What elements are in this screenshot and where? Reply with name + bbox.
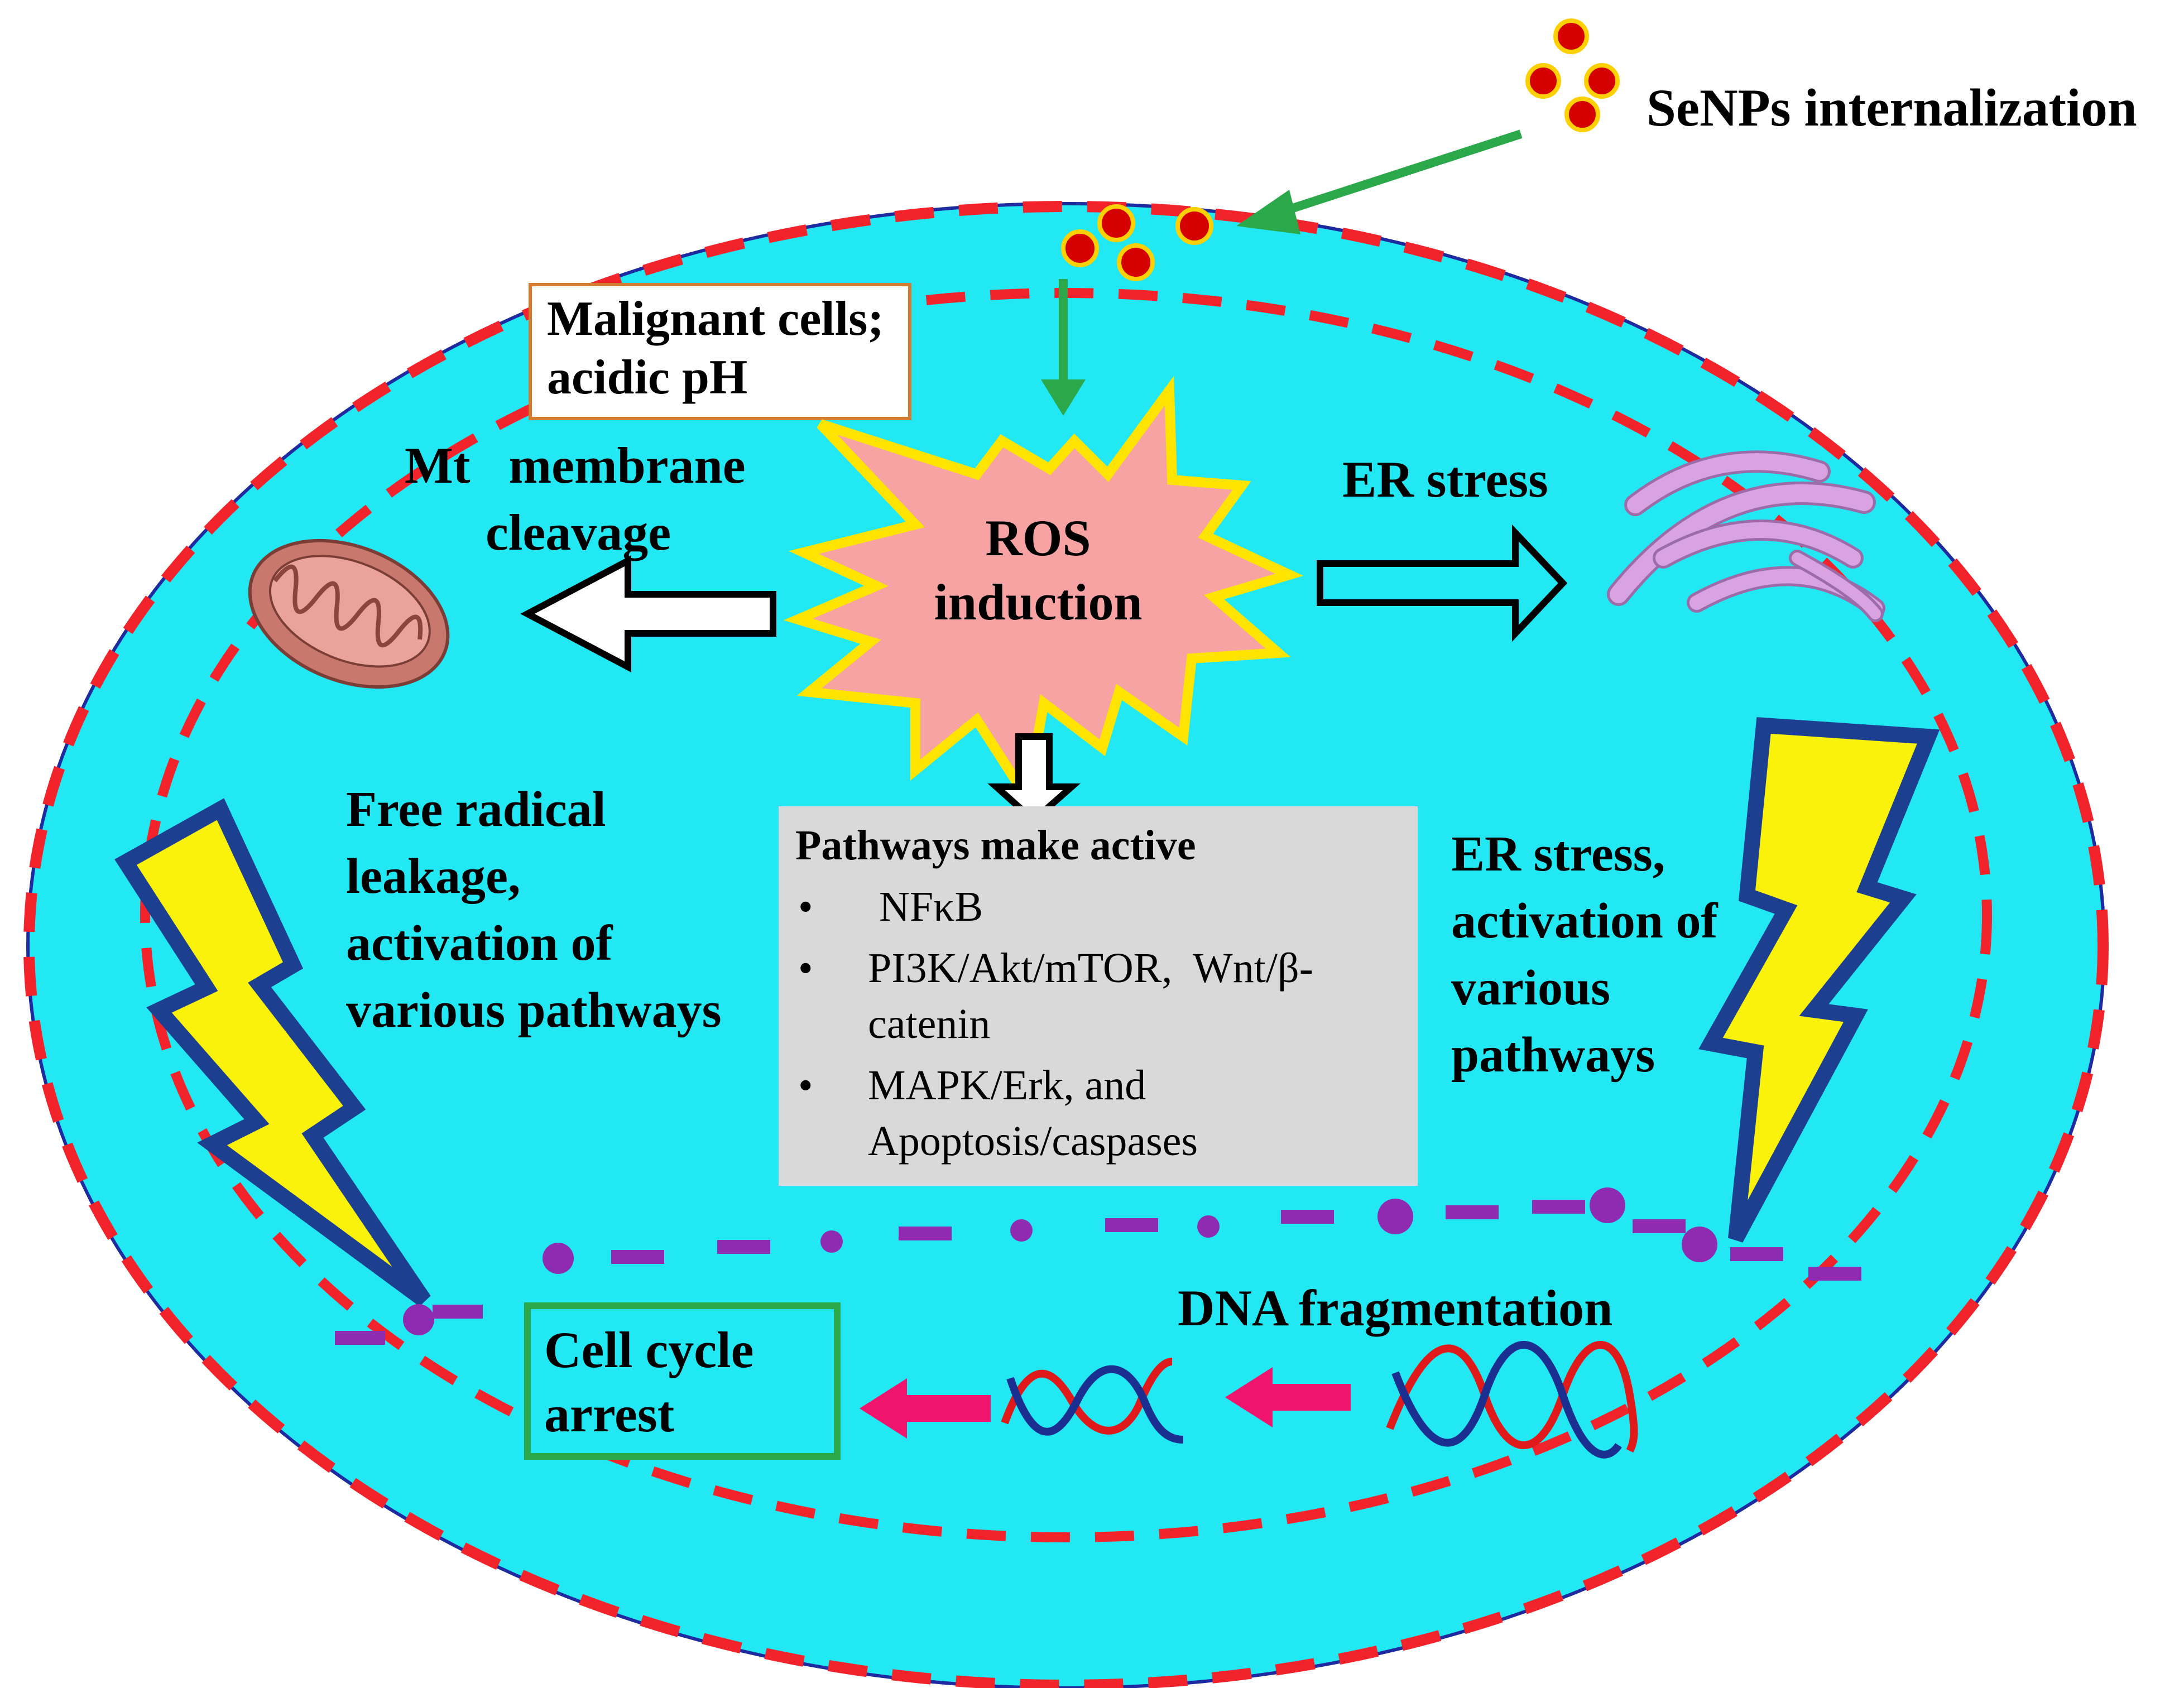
- pathway-item-pi3k-cont: catenin: [868, 1001, 990, 1047]
- to-ros-arrow: [1041, 279, 1086, 416]
- nanoparticle: [1553, 18, 1589, 54]
- right-lightning-bolt-icon: [1698, 717, 1940, 1243]
- bullet: •: [798, 945, 813, 992]
- endoplasmic-reticulum-icon: [1607, 450, 1885, 622]
- membrane-dash: [717, 1240, 770, 1254]
- membrane-dash: [1633, 1219, 1686, 1233]
- dna-helix-intact-icon: [1386, 1341, 1638, 1459]
- membrane-dash: [611, 1250, 664, 1264]
- membrane-dot: [1377, 1199, 1413, 1234]
- mitochondrion-icon: [248, 538, 450, 689]
- membrane-dash: [899, 1227, 952, 1240]
- membrane-dot: [1010, 1219, 1033, 1242]
- nanoparticle: [1175, 207, 1213, 245]
- nanoparticle: [1097, 204, 1135, 242]
- pathway-item-pi3k: PI3K/Akt/mTOR, Wnt/β-: [868, 945, 1313, 992]
- nanoparticle: [1564, 97, 1600, 132]
- membrane-dash: [335, 1331, 385, 1345]
- activation-of-label-left: activation of: [346, 916, 613, 971]
- cell-membrane-outer: [23, 201, 2109, 1688]
- mt-membrane-label: Mt membrane: [405, 437, 746, 494]
- various-label-right: various: [1451, 960, 1610, 1016]
- activation-of-label-right: activation of: [1451, 893, 1718, 949]
- various-pathways-label-left: various pathways: [346, 983, 722, 1038]
- membrane-dash: [1532, 1200, 1585, 1214]
- fragment-to-arrest-arrow: [860, 1378, 991, 1439]
- er-stress-pathways-label: ER stress,: [1451, 826, 1665, 882]
- cleavage-label: cleavage: [486, 504, 671, 561]
- pathway-item-nfkb: NFκB: [879, 883, 983, 930]
- external-nanoparticles: [1525, 18, 1620, 132]
- to-mitochondria-arrow: [520, 555, 776, 672]
- internalization-arrow: [1236, 129, 1523, 234]
- nanoparticle: [1117, 243, 1155, 281]
- membrane-dot: [820, 1230, 843, 1253]
- bullet: •: [798, 883, 813, 930]
- left-lightning-bolt-icon: [114, 798, 431, 1307]
- induction-label: induction: [934, 574, 1142, 631]
- malignant-cells-box: [529, 283, 911, 420]
- malignant-cells-label: Malignant cells;: [547, 292, 884, 346]
- dna-helix-fragmented-icon: [1001, 1358, 1184, 1444]
- pathways-box: [779, 806, 1418, 1186]
- internal-nanoparticles: [1061, 204, 1213, 281]
- membrane-dot: [1197, 1215, 1220, 1238]
- arrest-label: arrest: [544, 1386, 675, 1442]
- nuclear-membrane: [335, 1187, 1861, 1345]
- nanoparticle: [1525, 63, 1561, 99]
- leakage-label: leakage,: [346, 849, 520, 904]
- to-er-arrow: [1317, 524, 1568, 642]
- membrane-dot: [403, 1304, 434, 1335]
- er-stress-label: ER stress: [1342, 451, 1548, 508]
- ros-label: ROS: [985, 509, 1091, 566]
- pathway-item-mapk-cont: Apoptosis/caspases: [868, 1118, 1198, 1165]
- cell-cycle-label: Cell cycle: [544, 1321, 753, 1378]
- to-pathways-arrow: [987, 733, 1081, 825]
- membrane-dot: [543, 1243, 574, 1274]
- membrane-dot: [1682, 1227, 1717, 1262]
- acidic-ph-label: acidic pH: [547, 350, 747, 405]
- membrane-dot: [1590, 1187, 1625, 1223]
- nanoparticle: [1061, 229, 1099, 267]
- free-radical-label: Free radical: [346, 782, 606, 837]
- bullet: •: [798, 1062, 813, 1109]
- membrane-dash: [1808, 1267, 1861, 1281]
- ros-starburst: [783, 376, 1304, 812]
- cell-cycle-arrest-box: [524, 1302, 841, 1460]
- pathways-title: Pathways make active: [795, 822, 1196, 869]
- dna-to-fragment-arrow: [1225, 1367, 1351, 1427]
- pathway-item-mapk: MAPK/Erk, and: [868, 1062, 1146, 1109]
- membrane-dash: [1446, 1205, 1499, 1219]
- membrane-dash: [1105, 1218, 1158, 1232]
- membrane-dash: [433, 1305, 483, 1319]
- membrane-dash: [1281, 1210, 1334, 1224]
- pathways-label-right: pathways: [1451, 1027, 1655, 1083]
- senps-internalization-label: SeNPs internalization: [1647, 78, 2137, 137]
- membrane-dash: [1730, 1247, 1783, 1261]
- nanoparticle: [1584, 63, 1620, 99]
- dna-fragmentation-label: DNA fragmentation: [1178, 1280, 1612, 1336]
